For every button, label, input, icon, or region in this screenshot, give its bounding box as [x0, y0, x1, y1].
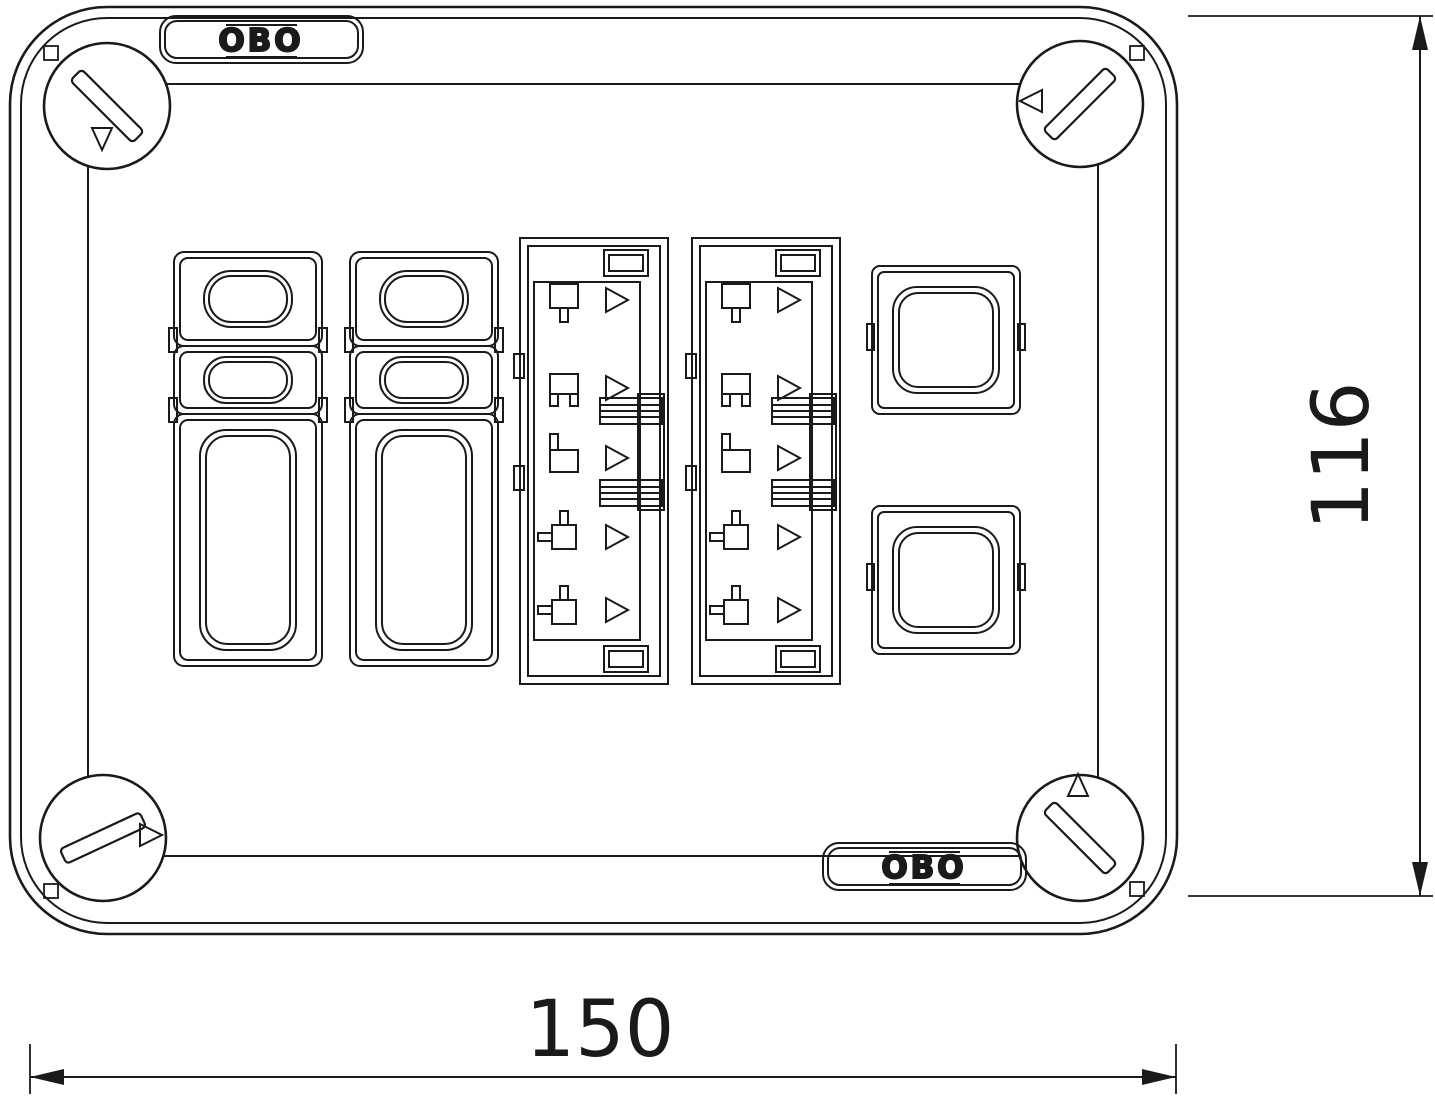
knockout-inserts: [168, 237, 1026, 685]
brand-logo-text: OBO: [218, 23, 303, 59]
arrowhead-left-icon: [30, 1069, 64, 1085]
enclosure-inner-face: [87, 83, 1099, 857]
screw-direction-triangle-icon: [139, 822, 165, 848]
corner-mark-top-right: [1129, 45, 1145, 61]
screw-slot: [70, 69, 144, 143]
dimension-height: 116: [1188, 15, 1433, 897]
corner-screw-bottom-left: [38, 773, 168, 903]
dimension-height-label: 116: [1297, 382, 1387, 531]
corner-mark-bottom-right: [1129, 881, 1145, 897]
enclosure-outer-edge: [8, 5, 1179, 936]
insert-column-1: [168, 251, 328, 667]
terminal-strip-2: [685, 237, 841, 685]
insert-column-2: [344, 251, 504, 667]
enclosure-rim-edge: [20, 17, 1167, 924]
arrowhead-bottom-icon: [1412, 862, 1428, 896]
square-knockout-bottom: [866, 505, 1026, 655]
dimension-width-label: 150: [526, 985, 675, 1075]
corner-mark-top-left: [43, 45, 59, 61]
corner-screw-top-right: [1015, 39, 1145, 169]
brand-badge-top: OBO: [159, 15, 364, 64]
screw-slot: [1043, 801, 1117, 875]
corner-screw-bottom-right: [1015, 771, 1145, 903]
screw-direction-triangle-icon: [1066, 771, 1090, 797]
corner-screws: [38, 39, 1145, 903]
screw-slot: [1043, 67, 1117, 141]
square-knockout-top: [866, 265, 1026, 415]
corner-mark-bottom-left: [43, 883, 59, 899]
screw-slot: [59, 812, 147, 864]
corner-screw-top-left: [42, 41, 172, 171]
terminal-strip-1: [513, 237, 669, 685]
dimension-width: 150: [29, 985, 1177, 1094]
brand-badge-bottom: OBO: [822, 842, 1027, 891]
screw-direction-triangle-icon: [90, 127, 114, 153]
enclosure: [8, 5, 1179, 936]
brand-logo-text: OBO: [881, 850, 966, 886]
arrowhead-right-icon: [1142, 1069, 1176, 1085]
screw-direction-triangle-icon: [1017, 88, 1043, 114]
arrowhead-top-icon: [1412, 16, 1428, 50]
